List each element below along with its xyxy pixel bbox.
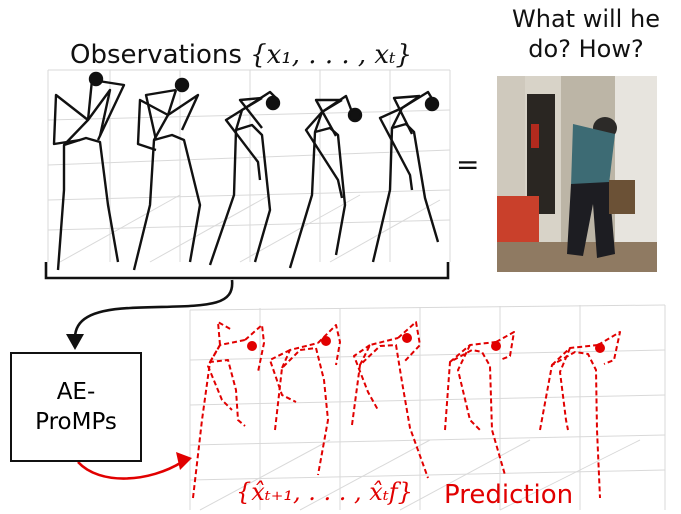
observations-title: Observations {x₁, . . . , xₜ} (70, 40, 412, 70)
observed-skeleton-4 (288, 94, 363, 269)
predicted-skeleton-5 (539, 331, 621, 499)
observed-skeleton-1 (52, 71, 126, 271)
observation-bracket (44, 262, 450, 280)
predicted-skeleton-4 (444, 331, 515, 476)
observed-skeleton-3 (208, 90, 281, 266)
ae-promps-box: AE-ProMPs (10, 352, 142, 462)
prediction-grid (189, 304, 666, 511)
question-text: What will he do? How? (512, 5, 660, 63)
prediction-label: Prediction (444, 480, 574, 510)
input-arrow-head (66, 334, 84, 350)
observed-skeleton-2 (132, 77, 202, 271)
output-arrow (77, 460, 183, 480)
observed-skeletons (52, 71, 440, 271)
predicted-skeleton-3 (351, 321, 429, 479)
input-arrow (73, 279, 234, 339)
predicted-skeletons (192, 321, 621, 499)
scene-photo (497, 76, 657, 272)
observations-math: {x₁, . . . , xₜ} (250, 40, 413, 70)
output-arrow-head (176, 452, 192, 470)
predicted-skeleton-1 (192, 321, 265, 499)
observed-skeleton-5 (371, 90, 440, 263)
ae-promps-label: AE-ProMPs (35, 379, 117, 435)
scene-photo-illustration (497, 76, 657, 272)
observations-label: Observations (70, 40, 242, 70)
observation-grid (47, 69, 451, 263)
predicted-skeleton-2 (269, 324, 341, 476)
equals-sign: = (456, 148, 480, 181)
prediction-math: {x̂ₜ₊₁, . . . , x̂ₜf} (236, 478, 413, 506)
